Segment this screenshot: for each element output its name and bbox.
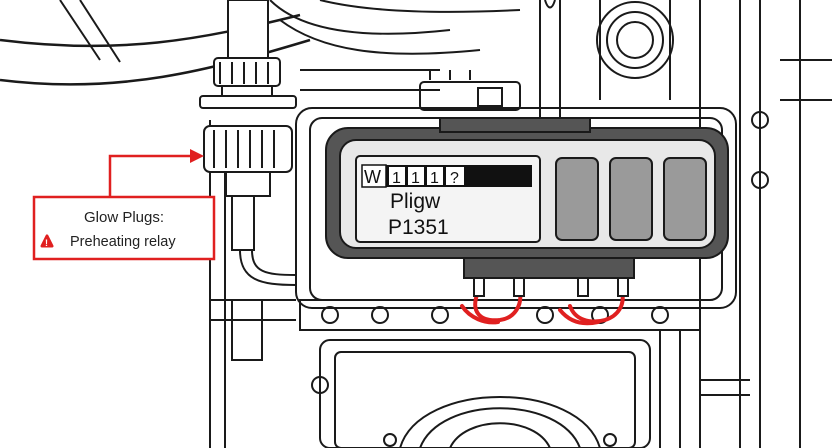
glow-plug-assembly — [199, 0, 297, 251]
red-wire-loops — [460, 290, 625, 326]
callout-box: Glow Plugs: ! Preheating relay — [32, 195, 216, 261]
status-cell-2: 1 — [411, 170, 420, 187]
status-cell-1: 1 — [392, 170, 401, 187]
display-line-1: Pligw — [390, 190, 441, 213]
module-button-2[interactable] — [609, 157, 653, 241]
wire-connectors — [473, 277, 629, 297]
callout-leader — [108, 149, 204, 196]
lcd-display: W 1 1 1 ? Pligw P1351 — [355, 155, 541, 243]
svg-text:!: ! — [45, 238, 48, 248]
status-cell-4: ? — [450, 170, 459, 187]
callout-warning-text: Preheating relay — [70, 234, 176, 250]
warning-triangle-icon: ! — [40, 234, 54, 248]
display-line-2: P1351 — [388, 216, 449, 239]
status-cell-0: W — [364, 167, 381, 187]
status-cell-3: 1 — [430, 170, 439, 187]
module-button-1[interactable] — [555, 157, 599, 241]
callout-title: Glow Plugs: — [84, 209, 164, 226]
module-button-3[interactable] — [663, 157, 707, 241]
